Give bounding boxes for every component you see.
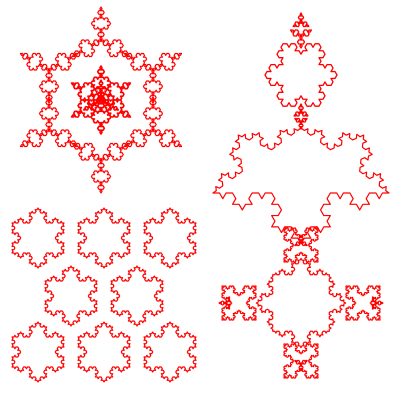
cross-tip-down <box>294 359 308 372</box>
inner-snowflake <box>82 79 120 111</box>
cross-tip-left <box>218 296 231 310</box>
cross-arm-down <box>283 343 319 379</box>
tree-base <box>212 127 390 245</box>
ring-snowflake <box>71 6 131 58</box>
panel-koch-tree <box>212 12 390 245</box>
ring-snowflake <box>123 52 183 104</box>
ring-snowflake <box>19 52 79 104</box>
ring-snowflake <box>123 96 183 148</box>
band-cell <box>11 321 65 383</box>
cross-tip-up <box>294 234 308 247</box>
top-ornament <box>292 12 310 28</box>
cross-center <box>255 257 347 349</box>
band-cell <box>143 321 197 383</box>
panel-koch-cross <box>218 227 384 379</box>
cross-arm-left <box>221 285 257 321</box>
panel-koch-band <box>11 207 197 383</box>
panel-koch-snowflake-ring <box>19 6 183 194</box>
band-cell <box>77 207 131 269</box>
stem-ornament <box>293 103 309 117</box>
band-middle-cell <box>110 265 164 327</box>
band-cell <box>11 207 65 269</box>
top-ornament-2 <box>289 29 313 49</box>
ring-snowflake <box>71 142 131 194</box>
stem-ornament-2 <box>294 117 308 130</box>
ring-snowflake <box>19 96 79 148</box>
band-cell <box>77 321 131 383</box>
tree-body <box>264 43 338 107</box>
cross-arm-up <box>283 227 319 263</box>
band-middle-cell <box>44 265 98 327</box>
cross-tip-right <box>371 296 384 310</box>
band-cell <box>143 207 197 269</box>
